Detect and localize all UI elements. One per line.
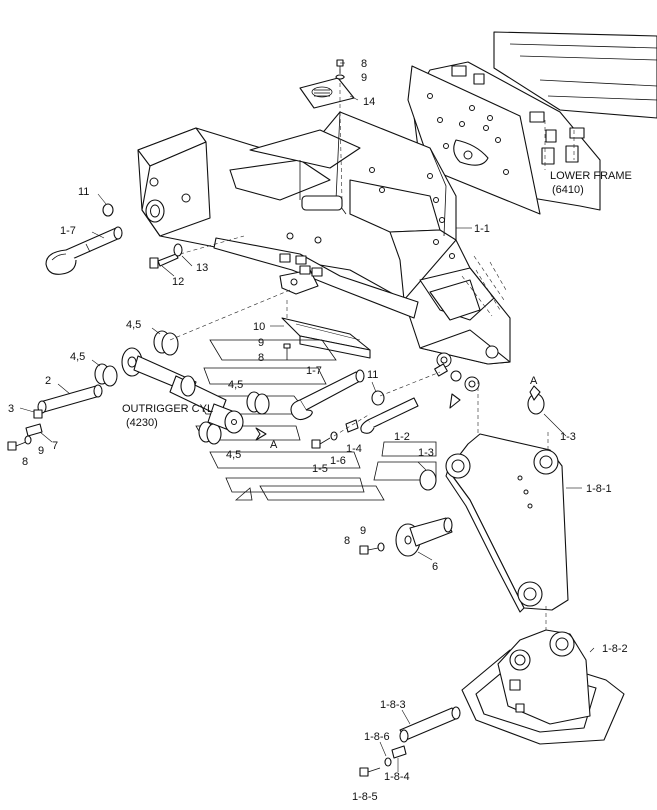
callout-4-5-d: 4,5 bbox=[226, 449, 241, 461]
ring-1-3-right bbox=[449, 393, 545, 415]
callout-13: 13 bbox=[196, 262, 208, 274]
callout-1-7-top: 1-7 bbox=[60, 225, 76, 237]
callout-1-3-right: 1-3 bbox=[560, 431, 576, 443]
callout-12: 12 bbox=[172, 276, 184, 288]
callout-8-left: 8 bbox=[22, 456, 28, 468]
callout-9-low: 9 bbox=[360, 525, 366, 537]
callout-1-8-1: 1-8-1 bbox=[586, 483, 612, 495]
callout-1-8-6: 1-8-6 bbox=[364, 731, 390, 743]
pin-1-7-top bbox=[45, 203, 123, 275]
view-arrows bbox=[255, 385, 541, 441]
label-lower-frame: LOWER FRAME bbox=[550, 170, 632, 182]
pin-6 bbox=[359, 517, 453, 557]
callout-1-7-mid: 1-7 bbox=[306, 365, 322, 377]
callout-7: 7 bbox=[52, 440, 58, 452]
lower-frame-assembly bbox=[407, 31, 657, 215]
label-lower-frame-ref: (6410) bbox=[552, 184, 584, 196]
plate-10 bbox=[281, 300, 371, 360]
main-frame-1-1 bbox=[137, 111, 511, 392]
outrigger-cylinder bbox=[121, 347, 244, 434]
callout-1-8-2: 1-8-2 bbox=[602, 643, 628, 655]
callout-1-8-5: 1-8-5 bbox=[352, 791, 378, 803]
callout-9-top: 9 bbox=[361, 72, 367, 84]
label-outrigger-ref: (4230) bbox=[126, 417, 158, 429]
callout-4-5-a: 4,5 bbox=[126, 319, 141, 331]
callout-9-mid: 9 bbox=[258, 337, 264, 349]
callout-1-8-4: 1-8-4 bbox=[384, 771, 410, 783]
callout-14: 14 bbox=[363, 96, 375, 108]
callout-1-6: 1-6 bbox=[330, 455, 346, 467]
callout-1-2: 1-2 bbox=[394, 431, 410, 443]
callout-1-3-mid: 1-3 bbox=[418, 447, 434, 459]
small-parts-1-4-1-5-1-6 bbox=[311, 413, 371, 449]
callout-3: 3 bbox=[8, 403, 14, 415]
label-outrigger: OUTRIGGER CYL bbox=[122, 403, 213, 415]
bolt-12 bbox=[149, 235, 245, 269]
callout-2: 2 bbox=[45, 375, 51, 387]
callout-10: 10 bbox=[253, 321, 265, 333]
callout-8-low: 8 bbox=[344, 535, 350, 547]
text-labels: LOWER FRAME (6410) OUTRIGGER CYL (4230) … bbox=[122, 170, 632, 451]
callout-4-5-c: 4,5 bbox=[228, 379, 243, 391]
callout-1-4: 1-4 bbox=[346, 443, 362, 455]
pin-2 bbox=[7, 384, 103, 451]
callout-8-mid: 8 bbox=[258, 352, 264, 364]
rings-4-5 bbox=[94, 289, 291, 445]
leader-lines bbox=[19, 62, 595, 772]
callout-1-1: 1-1 bbox=[474, 223, 490, 235]
label-arrow-a-top: A bbox=[530, 375, 538, 387]
callout-1-8-3: 1-8-3 bbox=[380, 699, 406, 711]
callout-11-mid: 11 bbox=[367, 369, 378, 381]
callout-8-top: 8 bbox=[361, 58, 367, 70]
label-arrow-a-left: A bbox=[270, 439, 278, 451]
callout-6: 6 bbox=[432, 561, 438, 573]
callout-numbers: 8 9 14 11 1-1 1-7 13 12 4,5 10 9 8 4,5 1… bbox=[8, 58, 628, 803]
callout-9-left: 9 bbox=[38, 445, 44, 457]
pin-1-8-3 bbox=[359, 706, 461, 777]
callout-11-left: 11 bbox=[78, 186, 89, 198]
leg-1-8-1 bbox=[445, 380, 569, 613]
callout-4-5-b: 4,5 bbox=[70, 351, 85, 363]
pin-1-7-mid bbox=[290, 363, 448, 434]
ring-1-3-mid bbox=[419, 469, 437, 491]
callout-1-5: 1-5 bbox=[312, 463, 328, 475]
base-pad-1-8-2 bbox=[461, 606, 625, 745]
cover-plate-14 bbox=[299, 62, 355, 201]
